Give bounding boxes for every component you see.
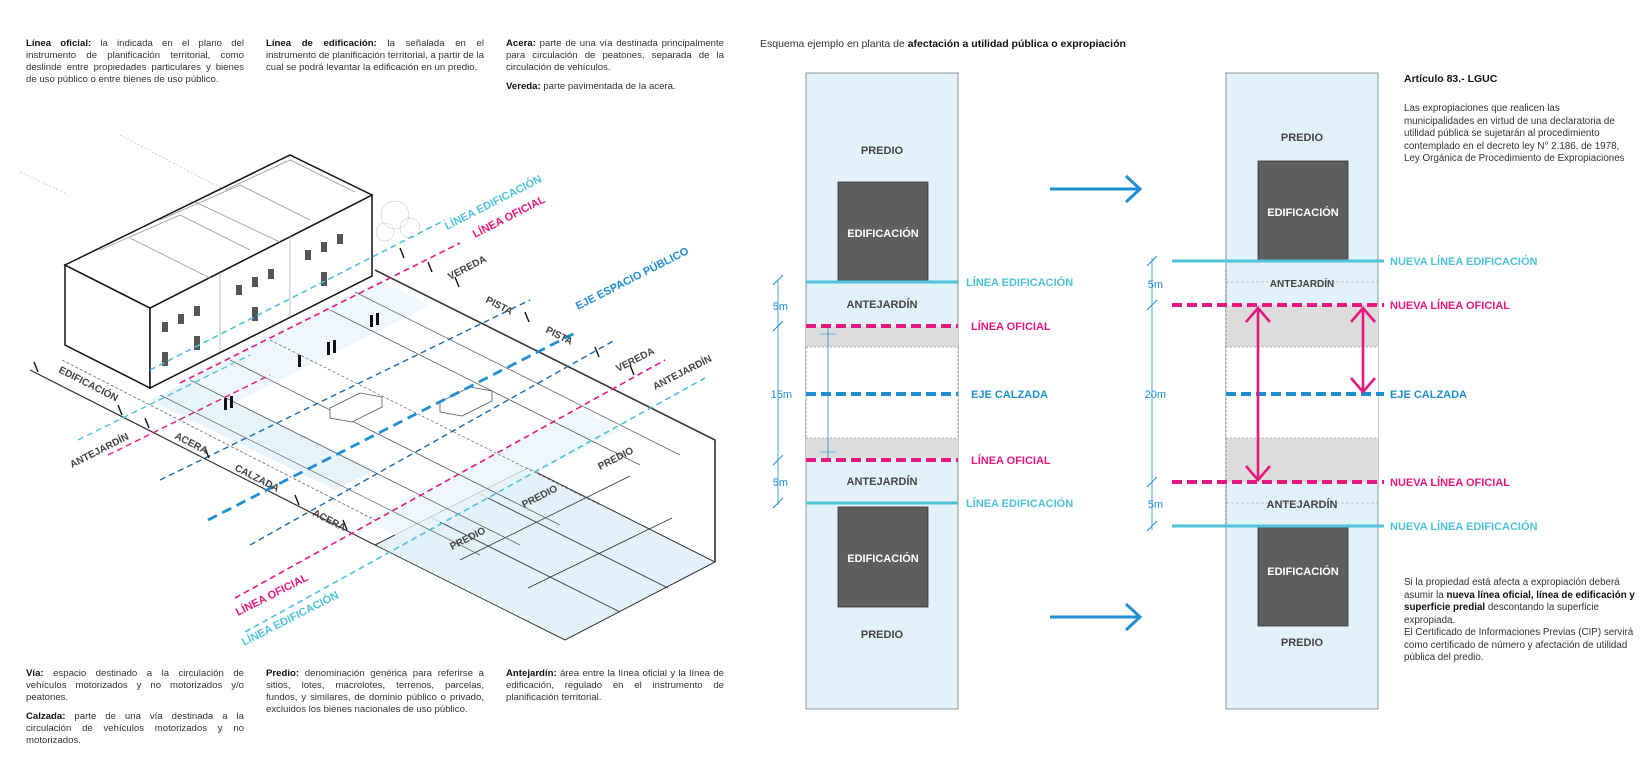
expropiation-note: Si la propiedad está afecta a expropiaci…	[1404, 577, 1635, 663]
plan-a-edificacion-bottom	[837, 506, 929, 608]
plan-a-dim-15m: 15m	[771, 389, 792, 401]
plan-b-edificacion-bottom-label: EDIFICACIÓN	[1267, 565, 1339, 578]
plan-a-predio-top: PREDIO	[861, 145, 904, 157]
plan-b-edificacion-bottom	[1257, 525, 1349, 627]
plan-b-label-nueva-linea-edificacion-top: NUEVA LÍNEA EDIFICACIÓN	[1390, 255, 1538, 268]
plan-b-label-nueva-linea-edificacion-bottom: NUEVA LÍNEA EDIFICACIÓN	[1390, 520, 1538, 533]
plan-b-antejardin-top: ANTEJARDÍN	[1270, 277, 1334, 290]
def-linea-edificacion: Línea de edificación: la señalada en el …	[266, 38, 484, 73]
iso-label-acera-bottom: ACERA	[311, 508, 348, 534]
plan-new: PREDIO EDIFICACIÓN ANTEJARDÍN ANTEJARDÍN…	[1145, 72, 1538, 710]
iso-linea-oficial-top	[179, 242, 461, 384]
plan-a-edificacion-top	[837, 181, 929, 283]
iso-label-predio-3: PREDIO	[596, 445, 635, 472]
plan-a-dim-5m-bottom: 5m	[773, 477, 788, 489]
plan-a-label-linea-oficial-top: LÍNEA OFICIAL	[971, 320, 1051, 333]
def-antejardin: Antejardín: área entre la línea oficial …	[506, 668, 724, 703]
plan-b-label-eje-calzada: EJE CALZADA	[1390, 389, 1467, 401]
plan-a-antejardin-bottom: ANTEJARDÍN	[847, 475, 918, 488]
plan-b-dim-20m: 20m	[1145, 389, 1166, 401]
plan-b-label-nueva-linea-oficial-bottom: NUEVA LÍNEA OFICIAL	[1390, 476, 1510, 489]
plan-a-label-linea-edificacion-bottom: LÍNEA EDIFICACIÓN	[966, 497, 1073, 510]
isometric-diagram: LÍNEA EDIFICACIÓN LÍNEA OFICIAL VEREDA E…	[19, 134, 717, 649]
displacement-arrows	[1245, 306, 1376, 482]
iso-label-pista-1: PISTA	[484, 295, 515, 318]
article-title: Artículo 83.- LGUC	[1404, 73, 1498, 85]
def-predio: Predio: denominación genérica para refer…	[266, 668, 484, 715]
iso-linea-edificacion-bottom	[244, 377, 706, 633]
iso-label-pista-2: PISTA	[544, 325, 575, 348]
plan-b-predio-bottom: PREDIO	[1281, 637, 1324, 649]
iso-label-eje-espacio-publico: EJE ESPACIO PÚBLICO	[573, 244, 691, 313]
iso-label-antejardin-right: ANTEJARDÍN	[650, 352, 713, 393]
iso-label-vereda-right: VEREDA	[614, 346, 656, 375]
plan-b-dim-5m-bottom: 5m	[1148, 499, 1163, 511]
iso-building	[63, 154, 374, 390]
plan-b-label-nueva-linea-oficial-top: NUEVA LÍNEA OFICIAL	[1390, 299, 1510, 312]
plan-b-antejardin-bottom: ANTEJARDÍN	[1267, 498, 1338, 511]
iso-linea-oficial-bottom	[234, 359, 666, 599]
iso-label-antejardin-left: ANTEJARDÍN	[67, 430, 130, 471]
article-text: Las expropiaciones que realicen las muni…	[1404, 103, 1625, 164]
def-linea-oficial: Línea oficial: la indicada en el plano d…	[26, 38, 245, 85]
plan-b-edificacion-top-label: EDIFICACIÓN	[1267, 206, 1339, 219]
transform-arrows	[1050, 174, 1143, 632]
plan-a-label-linea-oficial-bottom: LÍNEA OFICIAL	[971, 454, 1051, 467]
plan-b-dim-5m-top: 5m	[1148, 279, 1163, 291]
plan-a-predio-bottom: PREDIO	[861, 629, 904, 641]
plan-b-predio-top: PREDIO	[1281, 132, 1324, 144]
plan-title: Esquema ejemplo en planta de afectación …	[760, 38, 1126, 50]
iso-label-edificacion: EDIFICACIÓN	[57, 363, 121, 404]
def-acera-vereda: Acera: parte de una vía destinada princi…	[506, 38, 724, 92]
plan-a-edificacion-top-label: EDIFICACIÓN	[847, 227, 919, 240]
iso-eje-espacio-publico	[207, 331, 576, 522]
iso-label-acera-left: ACERA	[173, 431, 210, 457]
plan-current: PREDIO EDIFICACIÓN ANTEJARDÍN ANTEJARDÍN…	[771, 72, 1073, 710]
def-via-calzada: Vía: espacio destinado a la circulación …	[26, 668, 244, 746]
plan-a-label-linea-edificacion-top: LÍNEA EDIFICACIÓN	[966, 276, 1073, 289]
iso-linea-edificacion-top	[149, 219, 446, 371]
iso-label-calzada: CALZADA	[233, 463, 281, 495]
iso-label-vereda-top: VEREDA	[446, 254, 488, 283]
plan-a-edificacion-bottom-label: EDIFICACIÓN	[847, 552, 919, 565]
plan-a-label-eje-calzada: EJE CALZADA	[971, 389, 1048, 401]
plan-a-antejardin-top: ANTEJARDÍN	[847, 298, 918, 311]
iso-people	[224, 313, 379, 410]
plan-a-dim-5m-top: 5m	[773, 301, 788, 313]
iso-cars	[329, 386, 493, 423]
